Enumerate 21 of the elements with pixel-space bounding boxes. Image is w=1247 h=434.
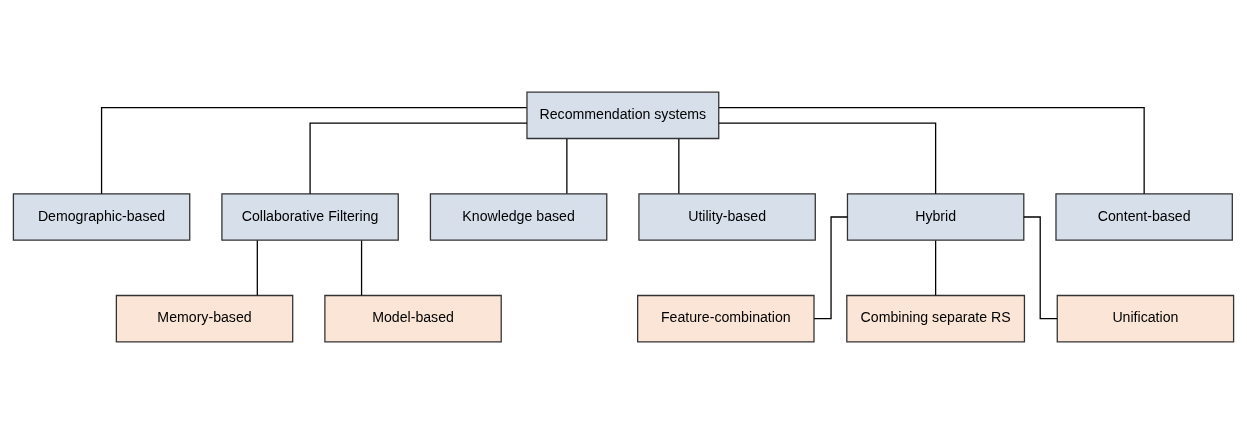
node-box: Utility-based <box>638 193 816 241</box>
node-box: Hybrid <box>846 193 1025 241</box>
node-box: Model-based <box>324 294 502 343</box>
connector <box>935 239 937 296</box>
connector <box>678 138 680 195</box>
node-box: Recommendation systems <box>526 91 720 140</box>
connector <box>566 138 568 195</box>
node-box: Content-based <box>1055 193 1233 241</box>
connector <box>718 122 937 195</box>
node-box: Knowledge based <box>429 193 608 241</box>
node-box: Unification <box>1056 294 1235 343</box>
node-box: Combining separate RS <box>846 294 1026 343</box>
connector <box>360 239 363 296</box>
node-box: Collaborative Filtering <box>221 193 399 241</box>
connector <box>718 106 1145 195</box>
node-box: Memory-based <box>115 294 294 343</box>
connector <box>256 239 258 296</box>
node-box: Feature-combination <box>637 294 815 343</box>
node-box: Demographic-based <box>12 193 191 241</box>
connector <box>100 106 528 195</box>
connector <box>309 122 528 195</box>
